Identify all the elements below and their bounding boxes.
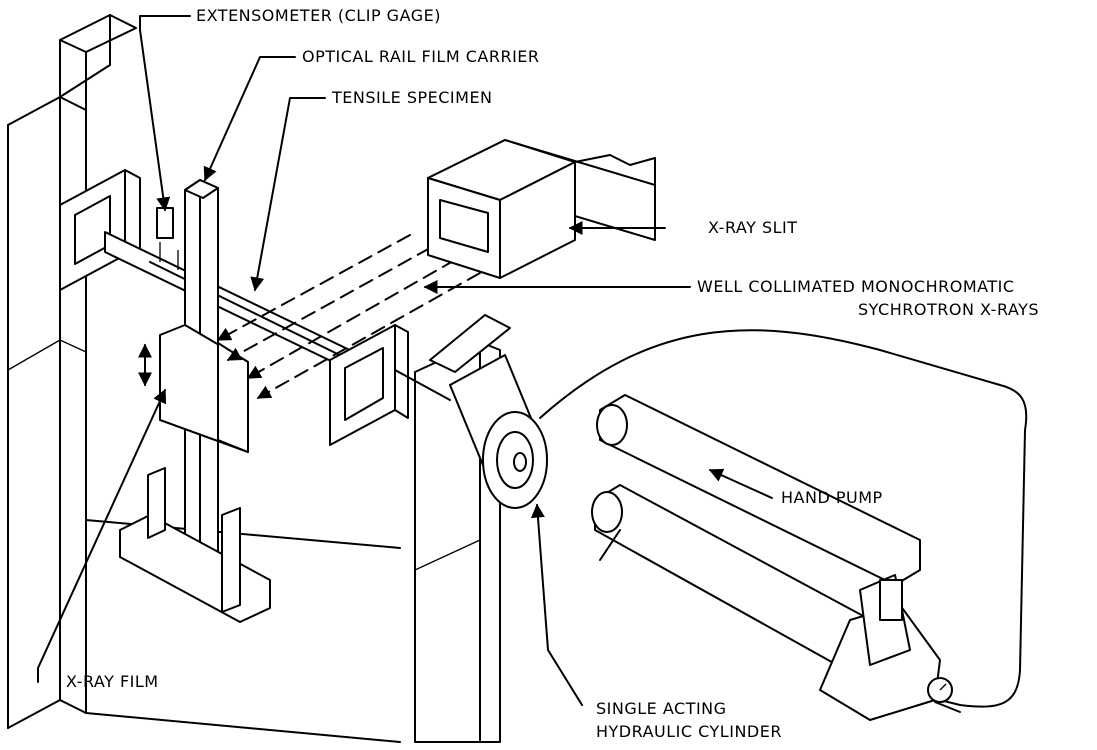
right-grip	[329, 324, 409, 446]
label-optical-rail: OPTICAL RAIL FILM CARRIER	[302, 47, 540, 66]
rail-base	[119, 467, 271, 623]
xray-film-plate	[159, 324, 249, 453]
leader-lines	[37, 15, 773, 706]
xray-beam-arrows	[216, 234, 481, 399]
label-xray-slit: X-RAY SLIT	[708, 218, 798, 237]
hydraulic-hose	[539, 329, 1028, 708]
label-cylinder-line1: SINGLE ACTING	[596, 699, 727, 718]
label-tensile-specimen: TENSILE SPECIMEN	[332, 88, 493, 107]
pressure-gauge-icon	[927, 677, 961, 713]
hydraulic-cylinder	[394, 354, 548, 509]
extensometer-clip	[156, 207, 174, 239]
label-xrays-line1: WELL COLLIMATED MONOCHROMATIC	[697, 277, 1015, 296]
label-xray-film: X-RAY FILM	[66, 672, 159, 691]
xray-slit-box	[427, 139, 656, 279]
label-extensometer: EXTENSOMETER (CLIP GAGE)	[196, 6, 441, 25]
hand-pump	[591, 394, 941, 721]
label-hand-pump: HAND PUMP	[781, 488, 883, 507]
left-grip	[59, 169, 141, 291]
label-cylinder-line2: HYDRAULIC CYLINDER	[596, 722, 782, 741]
label-xrays-line2: SYCHROTRON X-RAYS	[858, 300, 1040, 319]
